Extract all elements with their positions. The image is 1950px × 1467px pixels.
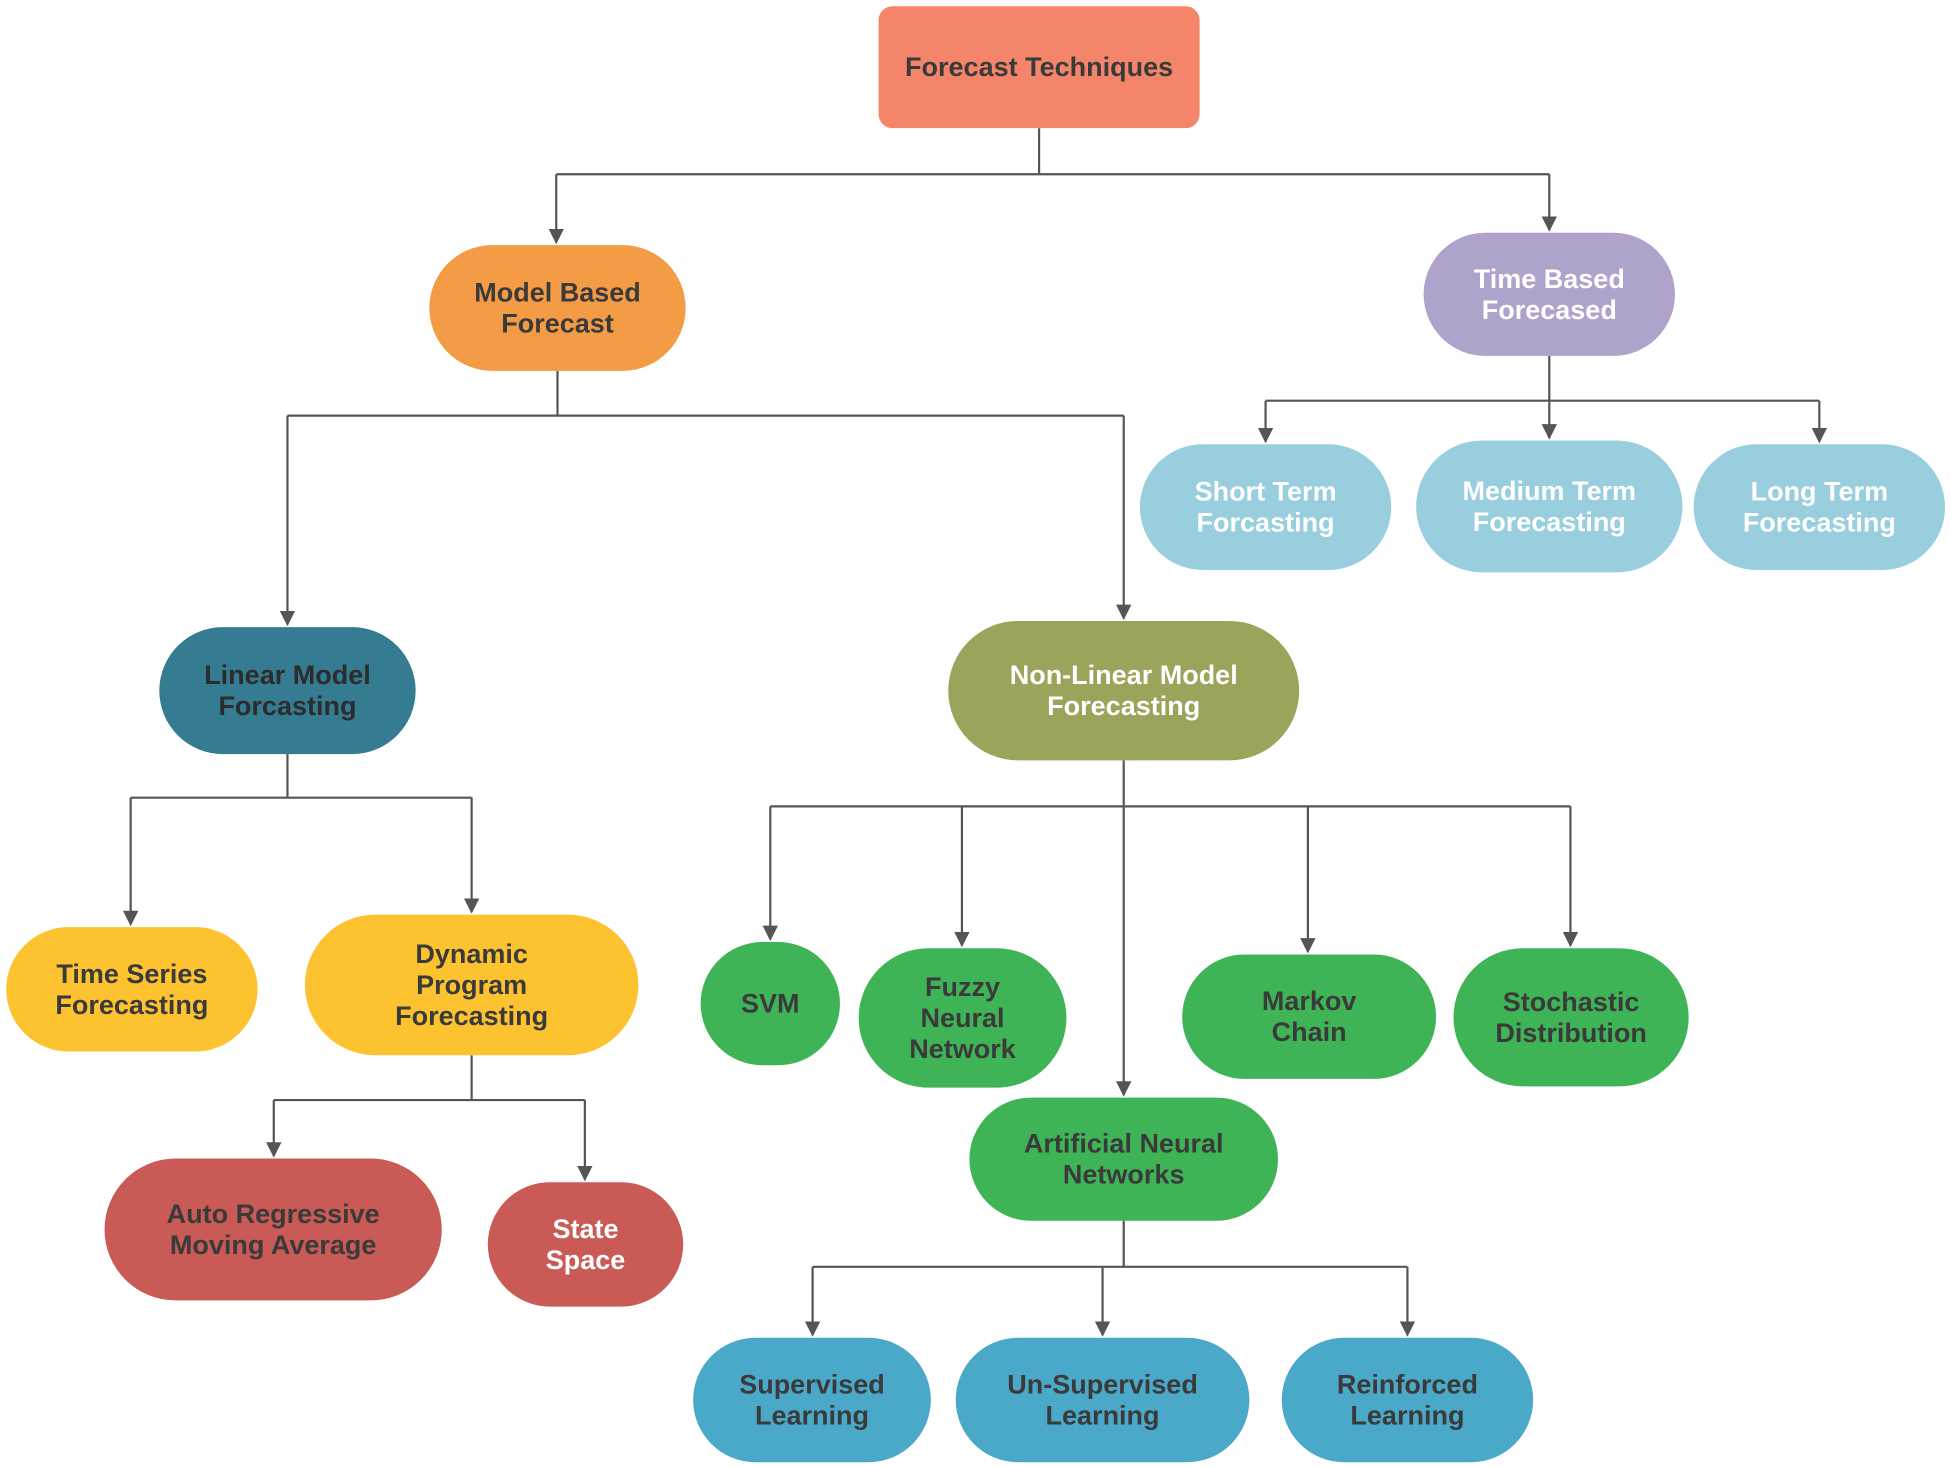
node-shape [693,1337,931,1463]
node-label-line: Space [546,1245,626,1275]
node-shape [1139,444,1392,570]
node-shape [487,1182,684,1307]
node-shape [6,927,258,1052]
node-label-line: Forecasting [1047,691,1200,721]
node-label-line: Forcasting [1197,508,1335,538]
node-label-line: Medium Term [1463,476,1637,506]
node-label-line: Forecased [1482,295,1617,325]
node-label-line: Forecasting [55,990,208,1020]
node-label-line: Learning [755,1400,869,1430]
node-shape [700,942,840,1066]
node-label-line: Time Based [1474,264,1625,294]
node-label-line: Forecasting [1473,507,1626,537]
node-label-line: Forecasting [1743,508,1896,538]
node-label-line: Forecasting [395,1001,548,1031]
node-shape [878,6,1200,129]
node-shape [969,1097,1279,1221]
node-forecast-techniques: Forecast Techniques [878,6,1200,129]
node-label-line: Short Term [1195,477,1337,507]
node-label-line: Neural [921,1003,1005,1033]
node-label-line: Program [416,970,527,1000]
node-label-line: Learning [1046,1400,1160,1430]
node-label-line: State [552,1214,618,1244]
node-shape [1416,440,1683,573]
node-label-line: Network [909,1034,1017,1064]
node-shape [1281,1337,1534,1463]
node-label-line: SVM [741,989,800,1019]
node-label-line: Networks [1063,1160,1185,1190]
node-label-line: Forecast Techniques [905,52,1173,82]
node-label-line: Supervised [739,1369,885,1399]
node-shape [955,1337,1250,1463]
node-shape [304,914,639,1056]
connector-lines [122,128,1828,1337]
node-shape [429,245,686,371]
node-label-line: Time Series [56,959,207,989]
node-label-line: Auto Regressive [167,1199,380,1229]
node-shape [104,1158,442,1301]
node-shape [858,948,1067,1088]
node-label-line: Markov [1262,986,1357,1016]
node-shape [1182,954,1437,1079]
node-label-line: Reinforced [1337,1369,1478,1399]
node-label-line: Learning [1350,1400,1464,1430]
node-svm: SVM [700,942,840,1066]
node-label-line: Chain [1272,1017,1347,1047]
node-label-line: Dynamic [415,939,528,969]
node-label-line: Fuzzy [925,972,1000,1002]
node-shape [1693,444,1946,570]
node-label-line: Model Based [474,277,641,307]
node-label-line: Forcasting [218,691,356,721]
node-label-line: Moving Average [170,1230,377,1260]
node-shape [1453,948,1689,1087]
node-label-line: Linear Model [204,660,371,690]
node-shape [159,627,416,755]
node-shape [948,620,1300,761]
node-label-line: Forecast [501,308,614,338]
node-label-line: Stochastic [1503,987,1640,1017]
node-label-line: Non-Linear Model [1010,660,1238,690]
node-shape [1423,232,1675,356]
node-label-line: Un-Supervised [1007,1369,1198,1399]
node-label-line: Distribution [1495,1018,1646,1048]
node-label-line: Artificial Neural [1024,1129,1224,1159]
node-label-line: Long Term [1751,477,1889,507]
